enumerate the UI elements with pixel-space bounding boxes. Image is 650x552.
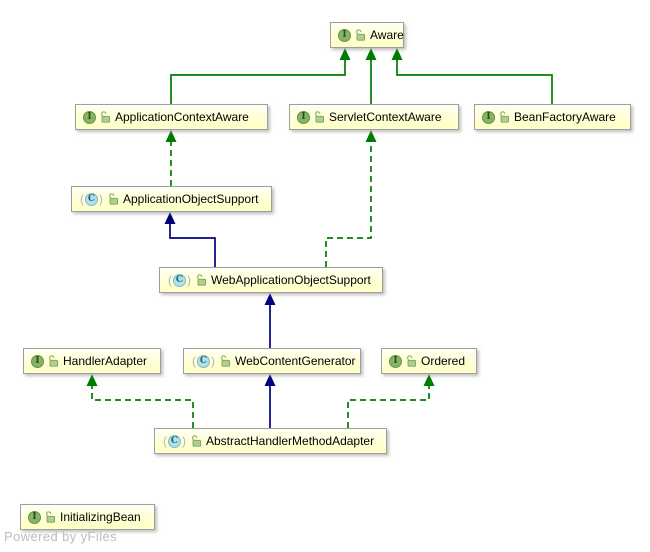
interface-icon: I	[482, 110, 495, 124]
interface-icon: I	[31, 354, 44, 368]
arrowhead-bean-factory-aware-to-aware	[391, 48, 403, 60]
paren-open: (	[80, 191, 84, 206]
interface-badge: I	[338, 28, 351, 42]
node-label: InitializingBean	[60, 510, 141, 524]
node-abstract-handler-method-adapter[interactable]: (C) AbstractHandlerMethodAdapter	[154, 428, 387, 454]
arrowhead-web-content-generator-to-web-application-object-support	[264, 293, 276, 305]
class-badge: C	[173, 273, 186, 287]
class-icon: (C)	[79, 191, 104, 206]
open-lock-icon	[196, 273, 207, 286]
interface-badge: I	[297, 110, 310, 124]
class-icon: (C)	[162, 433, 187, 448]
open-lock-icon	[191, 434, 202, 447]
node-label: ServletContextAware	[329, 110, 442, 124]
arrowhead-abstract-handler-method-adapter-to-handler-adapter	[86, 374, 98, 386]
open-lock-icon	[220, 354, 231, 367]
paren-close: )	[187, 272, 191, 287]
open-lock-icon	[108, 192, 119, 205]
node-web-application-object-support[interactable]: (C) WebApplicationObjectSupport	[159, 267, 383, 293]
open-lock-icon	[499, 110, 510, 123]
open-lock-icon	[355, 28, 366, 41]
arrowhead-abstract-handler-method-adapter-to-web-content-generator	[264, 374, 276, 386]
node-handler-adapter[interactable]: I HandlerAdapter	[23, 348, 161, 374]
yfiles-watermark: Powered by yFiles	[4, 529, 118, 544]
node-web-content-generator[interactable]: (C) WebContentGenerator	[183, 348, 361, 374]
arrowhead-application-context-aware-to-aware	[339, 48, 351, 60]
edge-web-application-object-support-to-application-object-support	[169, 224, 216, 267]
interface-icon: I	[389, 354, 402, 368]
open-lock-icon	[100, 110, 111, 123]
node-initializing-bean[interactable]: I InitializingBean	[20, 504, 155, 530]
edge-bean-factory-aware-to-aware	[396, 60, 553, 104]
node-bean-factory-aware[interactable]: I BeanFactoryAware	[474, 104, 631, 130]
arrowhead-web-application-object-support-to-application-object-support	[164, 212, 176, 224]
node-label: WebApplicationObjectSupport	[211, 273, 371, 287]
paren-open: (	[192, 353, 196, 368]
paren-open: (	[163, 433, 167, 448]
interface-badge: I	[83, 110, 96, 124]
class-icon: (C)	[167, 272, 192, 287]
node-servlet-context-aware[interactable]: I ServletContextAware	[289, 104, 459, 130]
class-badge: C	[85, 192, 98, 206]
class-badge: C	[168, 434, 181, 448]
node-application-object-support[interactable]: (C) ApplicationObjectSupport	[71, 186, 272, 212]
interface-icon: I	[297, 110, 310, 124]
node-label: ApplicationContextAware	[115, 110, 249, 124]
edge-abstract-handler-method-adapter-to-ordered	[347, 386, 430, 428]
interface-badge: I	[389, 354, 402, 368]
node-ordered[interactable]: I Ordered	[381, 348, 477, 374]
arrowhead-web-application-object-support-to-servlet-context-aware	[365, 130, 377, 142]
paren-close: )	[182, 433, 186, 448]
edge-application-context-aware-to-aware	[170, 60, 346, 104]
node-label: AbstractHandlerMethodAdapter	[206, 434, 375, 448]
node-label: Ordered	[421, 354, 466, 368]
arrowhead-abstract-handler-method-adapter-to-ordered	[423, 374, 435, 386]
node-label: WebContentGenerator	[235, 354, 356, 368]
open-lock-icon	[48, 354, 59, 367]
open-lock-icon	[45, 510, 56, 523]
interface-badge: I	[482, 110, 495, 124]
interface-icon: I	[338, 28, 351, 42]
node-label: BeanFactoryAware	[514, 110, 616, 124]
interface-icon: I	[83, 110, 96, 124]
arrowhead-application-object-support-to-application-context-aware	[165, 130, 177, 142]
class-icon: (C)	[191, 353, 216, 368]
paren-open: (	[168, 272, 172, 287]
class-badge: C	[197, 354, 210, 368]
paren-close: )	[211, 353, 215, 368]
interface-icon: I	[28, 510, 41, 524]
node-aware[interactable]: I Aware	[330, 22, 404, 48]
edge-abstract-handler-method-adapter-to-handler-adapter	[91, 386, 194, 428]
node-label: HandlerAdapter	[63, 354, 148, 368]
paren-close: )	[99, 191, 103, 206]
arrowhead-servlet-context-aware-to-aware	[365, 48, 377, 60]
edge-web-application-object-support-to-servlet-context-aware	[325, 142, 372, 267]
interface-badge: I	[28, 510, 41, 524]
node-application-context-aware[interactable]: I ApplicationContextAware	[75, 104, 268, 130]
node-label: ApplicationObjectSupport	[123, 192, 259, 206]
open-lock-icon	[314, 110, 325, 123]
open-lock-icon	[406, 354, 417, 367]
node-label: Aware	[370, 28, 404, 42]
interface-badge: I	[31, 354, 44, 368]
